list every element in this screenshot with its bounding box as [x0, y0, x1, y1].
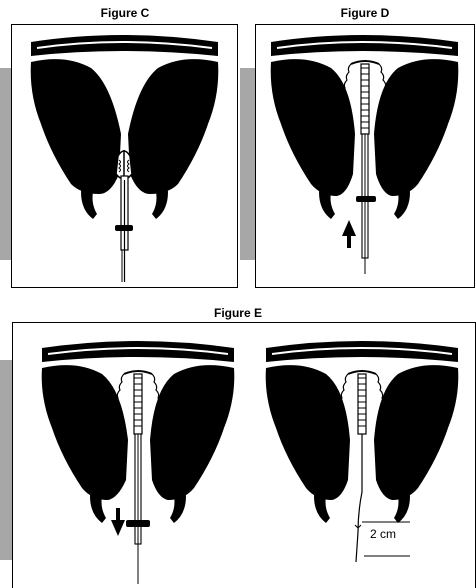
- measurement-label: 2 cm: [370, 527, 396, 541]
- flange: [115, 225, 133, 231]
- figure-c-panel: [11, 24, 238, 288]
- figure-d-title: Figure D: [325, 6, 405, 20]
- figure-e-panel: 2 cm: [12, 322, 476, 588]
- figure-c-diagram: [11, 24, 238, 288]
- flange: [126, 520, 150, 527]
- figure-d-panel: [255, 24, 475, 288]
- figure-e-title: Figure E: [198, 306, 278, 320]
- figure-d-diagram: [255, 24, 475, 288]
- figure-e-diagram: 2 cm: [12, 322, 476, 588]
- figure-c-title: Figure C: [85, 6, 165, 20]
- flange: [356, 196, 376, 202]
